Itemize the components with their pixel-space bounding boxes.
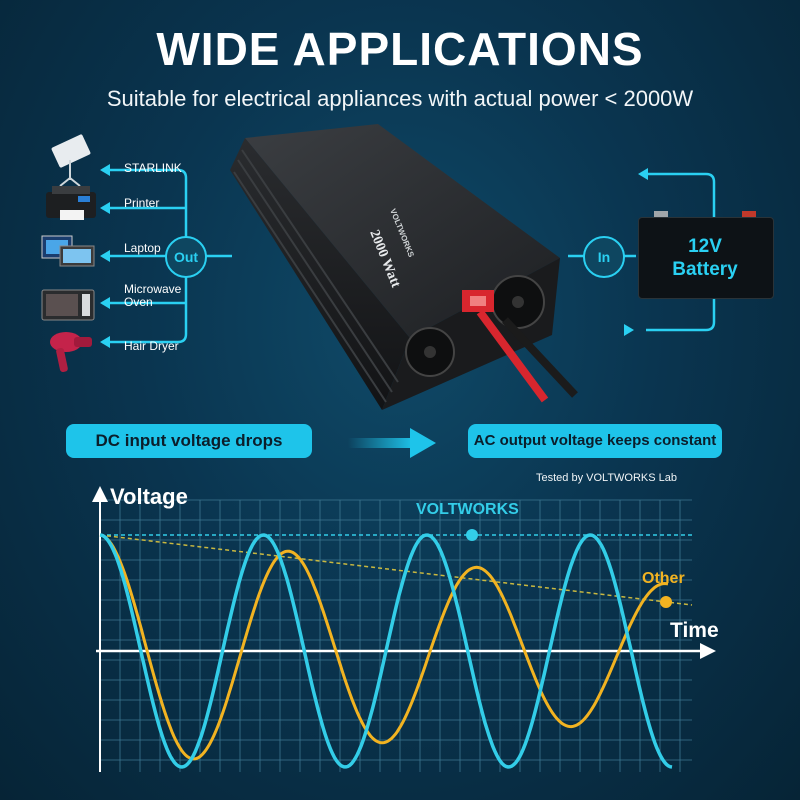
app-label-printer: Printer xyxy=(124,196,160,210)
series-other-line xyxy=(99,533,669,761)
app-label-hair-dryer: Hair Dryer xyxy=(124,339,179,353)
series-voltworks-line xyxy=(99,533,673,769)
chart-grid xyxy=(99,499,692,772)
battery-image xyxy=(638,217,774,299)
other-marker xyxy=(660,596,672,608)
ac-output-banner: AC output voltage keeps constant xyxy=(468,424,722,458)
battery-terminals xyxy=(654,211,756,218)
microwave-icon xyxy=(41,289,95,321)
y-axis-arrow xyxy=(92,486,108,502)
satellite-dish-icon xyxy=(51,134,91,187)
y-axis-label: Voltage xyxy=(110,484,188,509)
battery-voltage: 12V xyxy=(688,236,722,257)
hair-dryer-icon xyxy=(50,332,92,373)
other-decline-line xyxy=(99,534,693,606)
battery-label: 12V Battery xyxy=(638,235,772,281)
page-subtitle: Suitable for electrical appliances with … xyxy=(106,86,694,111)
app-label-laptop: Laptop xyxy=(124,241,161,255)
page-title: WIDE APPLICATIONS xyxy=(156,23,644,75)
illustration: 2000 Watt VOLTWORKS xyxy=(41,124,756,410)
voltage-chart: Voltage Time VOLTWORKS Other xyxy=(92,484,719,772)
voltworks-marker xyxy=(466,529,478,541)
dc-input-banner: DC input voltage drops xyxy=(66,424,312,458)
in-arrowheads xyxy=(624,168,648,336)
x-axis-arrow xyxy=(700,643,716,659)
x-axis-label: Time xyxy=(670,619,719,642)
out-badge: Out xyxy=(165,236,207,278)
battery-word: Battery xyxy=(672,259,738,280)
arrow-right-icon xyxy=(348,428,436,458)
series-other-label: Other xyxy=(642,570,685,587)
in-badge: In xyxy=(583,236,625,278)
lab-note: Tested by VOLTWORKS Lab xyxy=(536,472,678,484)
printer-icon xyxy=(46,186,96,220)
out-arrowheads xyxy=(100,164,110,348)
inverter-image: 2000 Watt VOLTWORKS xyxy=(230,124,578,410)
app-label-microwave: Microwave Oven xyxy=(124,282,182,309)
laptop-icon xyxy=(41,235,95,267)
series-voltworks-label: VOLTWORKS xyxy=(416,501,519,518)
app-label-starlink: STARLINK xyxy=(124,161,182,175)
